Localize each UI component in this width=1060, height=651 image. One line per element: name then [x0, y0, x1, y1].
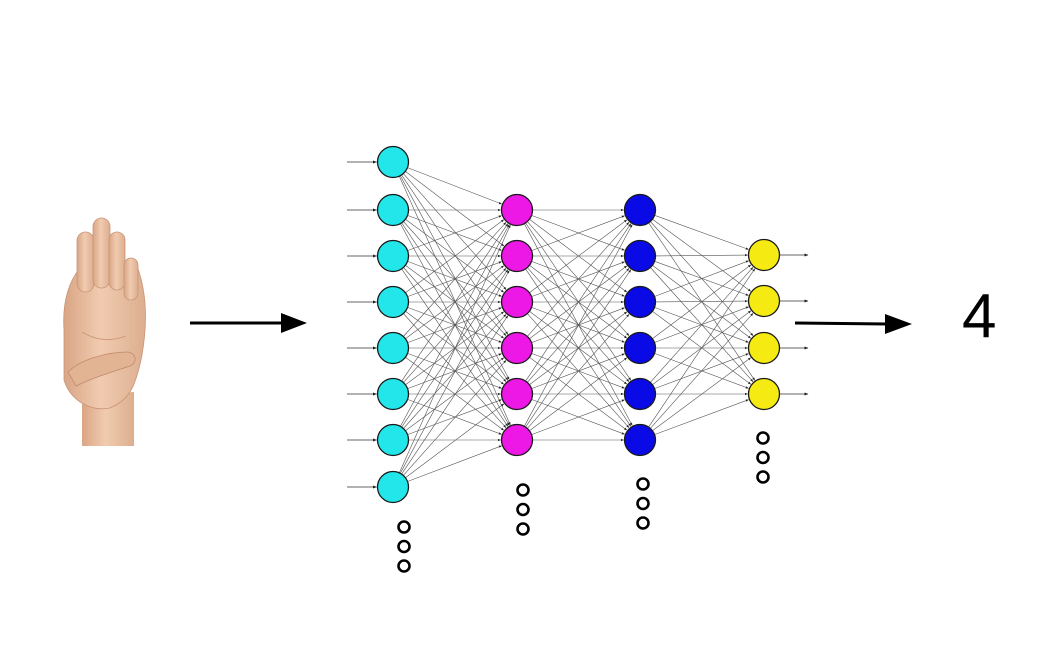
connection-edge: [399, 176, 511, 426]
hidden-layer-node: [500, 331, 534, 365]
continuation-dot-icon: [636, 496, 650, 511]
continuation-dot-icon: [397, 539, 411, 554]
connection-edge: [525, 223, 632, 382]
input-layer-node: [376, 470, 410, 504]
connection-edge: [405, 403, 505, 478]
connection-edge: [407, 167, 502, 205]
connection-edge: [403, 360, 507, 476]
hidden-layer-node: [623, 193, 657, 227]
connection-edge: [650, 267, 754, 383]
connection-edge: [403, 222, 507, 337]
connection-edge: [407, 353, 502, 389]
connection-edge: [655, 299, 748, 303]
io-stubs: [347, 160, 809, 489]
connection-edge: [654, 399, 749, 435]
connection-edge: [531, 353, 625, 389]
hidden-layer-node: [623, 285, 657, 319]
connection-edge: [652, 357, 751, 432]
connection-edge: [655, 253, 748, 257]
input-layer-node: [376, 377, 410, 411]
continuation-dot-icon: [636, 477, 650, 491]
continuation-dot-icon: [756, 470, 770, 484]
connection-edge: [654, 215, 749, 250]
connection-edge: [650, 313, 754, 429]
input-layer-node: [376, 285, 410, 319]
hidden-layer-node: [623, 239, 657, 273]
connection-edge: [529, 357, 628, 431]
continuation-dot-icon: [397, 520, 411, 534]
output-layer-node: [747, 331, 781, 365]
hidden-layer-node: [500, 377, 534, 411]
output-layer-node: [747, 238, 781, 272]
hidden-layer-node: [623, 423, 657, 457]
connection-edge: [652, 264, 752, 339]
input-layer-node: [376, 331, 410, 365]
connection-edge: [405, 219, 504, 294]
connection-edge: [524, 224, 633, 427]
connection-edge: [648, 268, 756, 428]
continuation-dot-icon: [756, 431, 770, 445]
hand-showing-four-fingers-icon: [63, 217, 146, 446]
connection-edge: [399, 224, 511, 474]
hidden-layer-node: [623, 377, 657, 411]
connection-edge: [403, 313, 507, 428]
connection-edge: [403, 173, 507, 290]
hidden-layer-node: [500, 285, 534, 319]
input-layer-node: [376, 193, 410, 227]
hidden-layer-node: [500, 423, 534, 457]
hidden-layer-node: [500, 193, 534, 227]
hidden-layer-node: [623, 331, 657, 365]
connection-edge: [407, 215, 502, 251]
connection-edge: [405, 171, 505, 247]
connection-edge: [531, 307, 625, 343]
network-connections: [399, 167, 756, 482]
connection-edge: [400, 224, 510, 427]
connection-edge: [407, 445, 502, 482]
input-layer-node: [376, 145, 410, 179]
connection-edge: [527, 222, 630, 337]
continuation-dot-icon: [516, 483, 530, 497]
output-arrow-icon: [794, 314, 912, 334]
continuation-dot-icon: [516, 522, 530, 536]
connection-edge: [405, 357, 504, 432]
network-nodes: [376, 145, 781, 504]
predicted-digit-output: 4: [962, 282, 997, 351]
connection-edge: [531, 215, 625, 251]
continuation-dot-icon: [636, 516, 650, 530]
connection-edge: [654, 260, 749, 297]
connection-edge: [401, 223, 509, 382]
connection-edge: [531, 399, 625, 435]
input-arrow-icon: [190, 313, 307, 333]
connection-edge: [403, 267, 507, 382]
continuation-dot-icon: [516, 502, 530, 517]
input-layer-node: [376, 239, 410, 273]
input-layer-node: [376, 423, 410, 457]
connection-edge: [401, 174, 509, 335]
continuation-dot-icon: [756, 450, 770, 465]
continuation-dot-icon: [397, 559, 411, 573]
hidden-layer-node: [500, 239, 534, 273]
output-layer-node: [747, 284, 781, 318]
connection-edge: [401, 315, 509, 475]
output-layer-node: [747, 377, 781, 411]
connection-edge: [531, 399, 625, 435]
layer-continuation-marks: [397, 431, 770, 573]
connection-edge: [400, 175, 510, 380]
connection-edge: [527, 314, 630, 429]
connection-edge: [529, 219, 628, 293]
connection-edge: [407, 399, 502, 435]
connection-edge: [525, 269, 632, 428]
connection-edge: [400, 270, 510, 474]
connection-edge: [531, 215, 625, 251]
connection-edge: [531, 261, 625, 297]
connection-edge: [403, 221, 507, 336]
